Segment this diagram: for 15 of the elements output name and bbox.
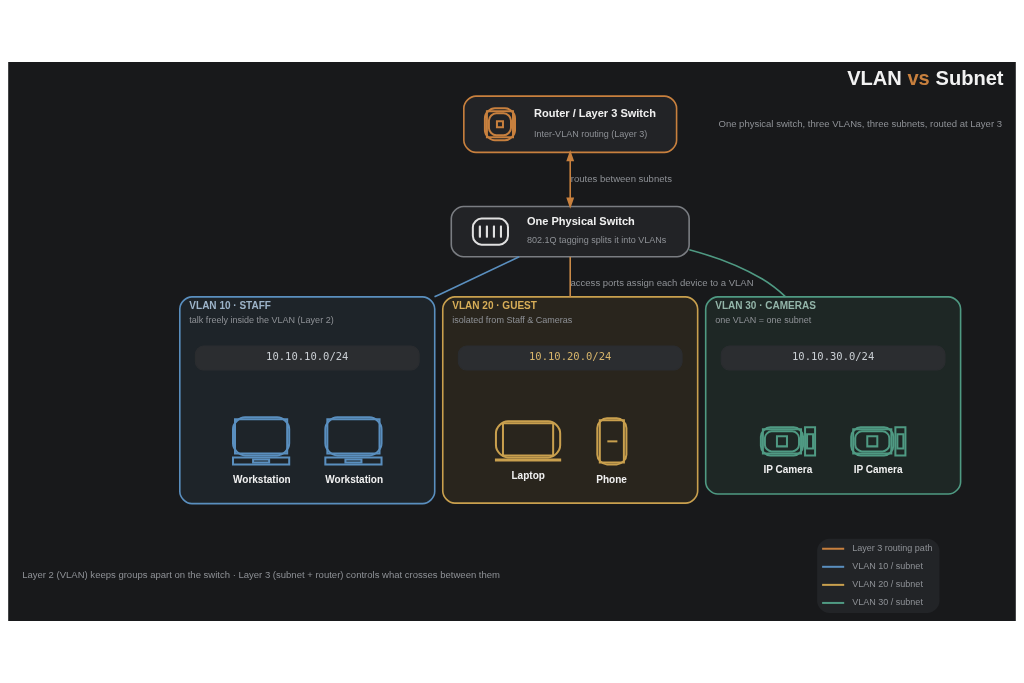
edge-label: routes between subnets <box>570 173 672 185</box>
node-label: Laptop <box>511 469 545 481</box>
diagram-title: VLAN vs Subnet <box>847 67 1004 90</box>
node-label: Workstation <box>325 473 384 485</box>
node-label: Phone <box>596 473 627 485</box>
legend-label: Layer 3 routing path <box>852 542 933 553</box>
legend-label: VLAN 10 / subnet <box>852 561 923 572</box>
caption: Layer 2 (VLAN) keeps groups apart on the switch · Layer 3 (subnet + router) controls what crosses between them <box>22 569 501 581</box>
edge-label: access ports assign each device to a VLAN <box>570 277 754 289</box>
label: One physical switch, three VLANs, three subnets, routed at Layer 3 <box>718 117 1002 129</box>
node-label: IP Camera <box>853 464 903 476</box>
node-label: Workstation <box>233 473 291 485</box>
node-label: IP Camera <box>763 464 813 476</box>
legend-label: VLAN 20 / subnet <box>852 579 923 590</box>
legend-label: VLAN 30 / subnet <box>852 597 923 608</box>
